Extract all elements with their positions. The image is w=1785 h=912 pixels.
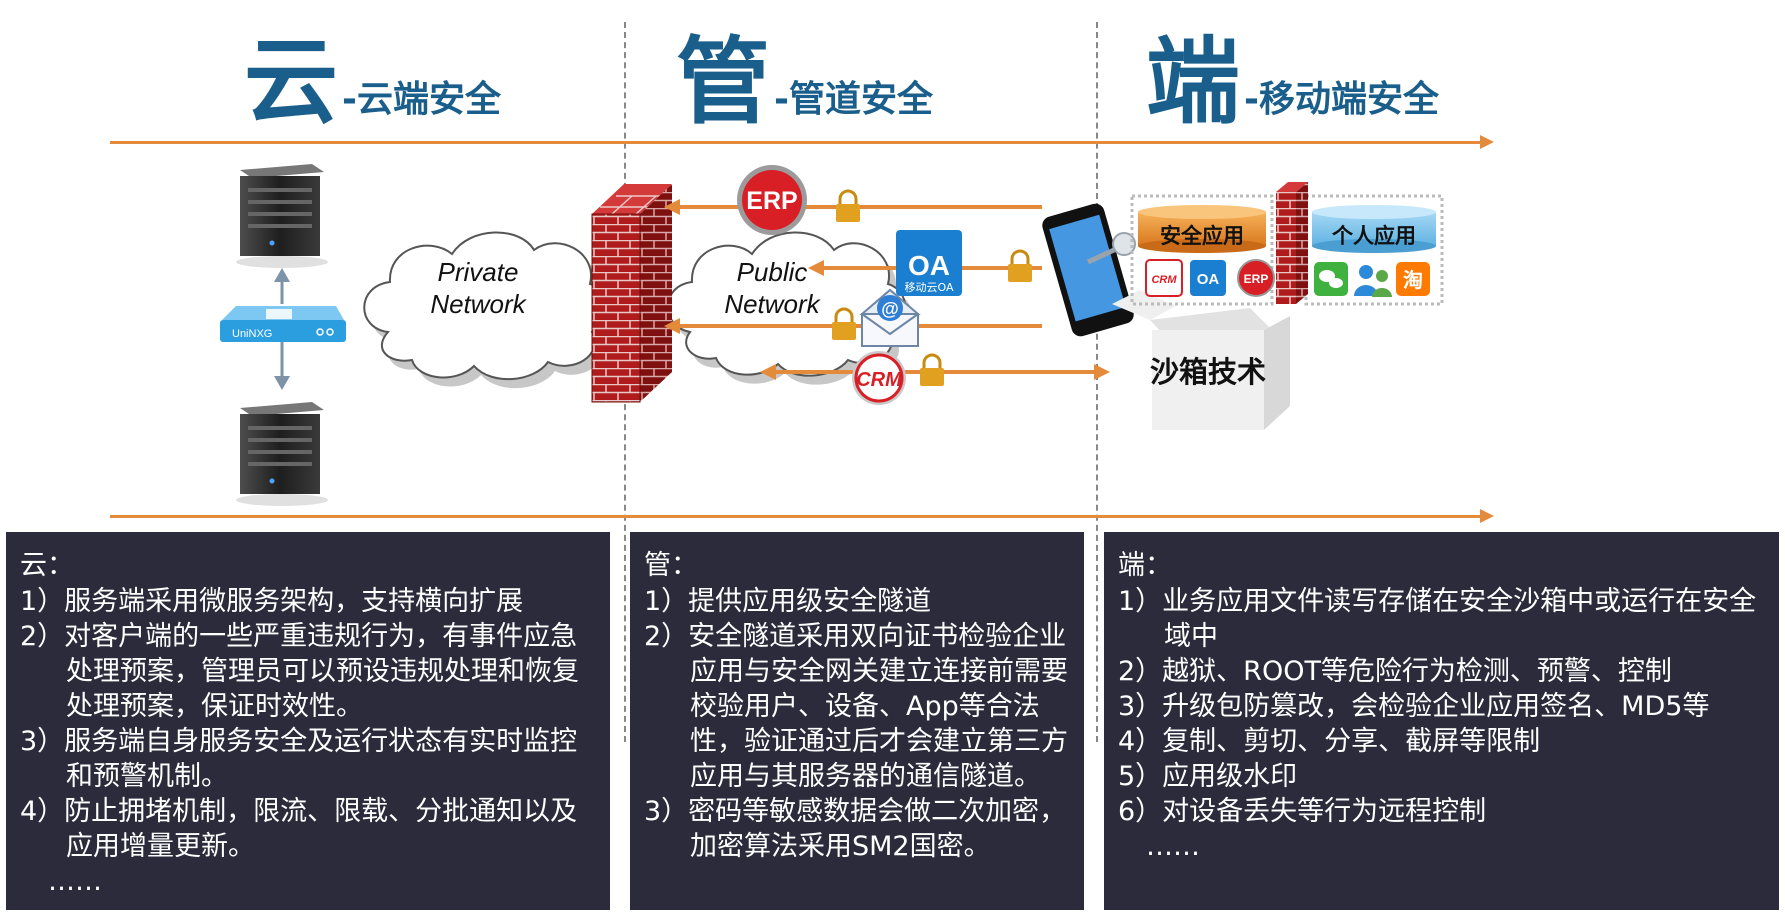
- lock-icon: [836, 189, 860, 222]
- email-at-symbol: @: [881, 299, 899, 319]
- personal-app-label: 个人应用: [1332, 224, 1416, 248]
- panel-cloud-title: 云：: [20, 550, 74, 581]
- oa-app-label: OA: [908, 250, 950, 281]
- header-endpoint-sub: -移动端安全: [1244, 79, 1439, 120]
- list-item: 1）服务端采用微服务架构，支持横向扩展: [20, 586, 524, 617]
- list-item: 2）越狱、ROOT等危险行为检测、预警、控制: [1118, 656, 1672, 687]
- secure-app-cylinder: [1138, 205, 1266, 253]
- list-item: 2）安全隧道采用双向证书检验企业应用与安全网关建立连接前需要校验用户、设备、Ap…: [644, 621, 1068, 792]
- header-cloud-big: 云: [244, 28, 339, 137]
- crm-app-label: CRM: [856, 369, 903, 391]
- header-pipe-big: 管: [676, 28, 771, 137]
- erp-small-label: ERP: [1244, 272, 1269, 286]
- crm-small-label: CRM: [1151, 274, 1177, 286]
- private-network-line1: Private: [438, 257, 519, 287]
- sandbox-box-icon: [1112, 290, 1290, 430]
- list-item: 1）提供应用级安全隧道: [644, 586, 932, 617]
- oa-app-icon: [896, 230, 962, 296]
- lock-icon: [832, 307, 856, 340]
- gateway-label: UniNXG: [232, 328, 272, 340]
- top-arrow-line: [110, 135, 1494, 149]
- panel-pipe-title: 管：: [644, 550, 698, 581]
- oa-app-caption: 移动云OA: [905, 281, 954, 294]
- panel-endpoint-ellipsis: ……: [1146, 831, 1200, 862]
- erp-app-icon: [737, 165, 807, 235]
- sandbox-label: 沙箱技术: [1150, 355, 1266, 389]
- private-network-cloud: [363, 231, 617, 389]
- panel-pipe: 管： 1）提供应用级安全隧道 2）安全隧道采用双向证书检验企业应用与安全网关建立…: [630, 532, 1084, 910]
- list-item: 6）对设备丢失等行为远程控制: [1118, 796, 1487, 827]
- secure-app-label: 安全应用: [1160, 224, 1244, 248]
- header-endpoint-big: 端: [1146, 28, 1241, 137]
- list-item: 4）防止拥堵机制，限流、限载、分批通知以及应用增量更新。: [20, 796, 578, 862]
- private-network-line2: Network: [430, 289, 527, 319]
- list-item: 1）业务应用文件读写存储在安全沙箱中或运行在安全域中: [1118, 586, 1757, 652]
- gateway-device-icon: [220, 306, 346, 342]
- panel-cloud: 云： 1）服务端采用微服务架构，支持横向扩展 2）对客户端的一些严重违规行为，有…: [6, 532, 610, 910]
- firewall-icon: [591, 184, 672, 403]
- contacts-icon: [1354, 265, 1392, 297]
- erp-app-label: ERP: [746, 187, 797, 215]
- smartphone-icon: [1042, 203, 1134, 337]
- key-icon: [1086, 232, 1136, 265]
- crm-app-icon: [852, 351, 906, 405]
- lock-icon: [920, 353, 944, 386]
- header-pipe: 管 -管道安全: [676, 30, 933, 130]
- list-item: 3）服务端自身服务安全及运行状态有实时监控和预警机制。: [20, 726, 578, 792]
- list-item: 5）应用级水印: [1118, 761, 1298, 792]
- header-endpoint: 端 -移动端安全: [1146, 30, 1439, 130]
- mini-firewall-icon: [1276, 182, 1308, 304]
- list-item: 3）密码等敏感数据会做二次加密，加密算法采用SM2国密。: [644, 796, 1067, 862]
- panel-endpoint-title: 端：: [1118, 550, 1172, 581]
- bottom-arrow-line: [110, 509, 1494, 523]
- server-gateway-arrows: [274, 268, 290, 390]
- taobao-label: 淘: [1403, 268, 1423, 292]
- lock-icon: [1008, 249, 1032, 282]
- header-pipe-sub: -管道安全: [774, 79, 933, 120]
- oa-small-label: OA: [1197, 271, 1220, 288]
- taobao-icon: [1396, 262, 1430, 296]
- header-cloud: 云 -云端安全: [244, 30, 501, 130]
- server-bottom-icon: [236, 402, 328, 506]
- email-envelope-icon: [859, 288, 921, 347]
- panel-endpoint: 端： 1）业务应用文件读写存储在安全沙箱中或运行在安全域中 2）越狱、ROOT等…: [1104, 532, 1779, 910]
- public-network-line2: Network: [724, 289, 821, 319]
- list-item: 4）复制、剪切、分享、截屏等限制: [1118, 726, 1541, 757]
- divider-right: [1096, 22, 1098, 742]
- panel-cloud-ellipsis: ……: [48, 866, 102, 897]
- list-item: 2）对客户端的一些严重违规行为，有事件应急处理预案，管理员可以预设违规处理和恢复…: [20, 621, 579, 722]
- crm-small-icon: [1145, 259, 1183, 297]
- public-network-line1: Public: [737, 257, 808, 287]
- secure-app-container: [1130, 194, 1274, 306]
- oa-small-icon: [1190, 260, 1226, 296]
- personal-app-cylinder: [1312, 205, 1436, 253]
- server-top-icon: [236, 164, 328, 268]
- wechat-icon: [1314, 262, 1348, 296]
- erp-small-icon: [1237, 259, 1275, 297]
- list-item: 3）升级包防篡改，会检验企业应用签名、MD5等: [1118, 691, 1710, 722]
- header-cloud-sub: -云端安全: [342, 79, 501, 120]
